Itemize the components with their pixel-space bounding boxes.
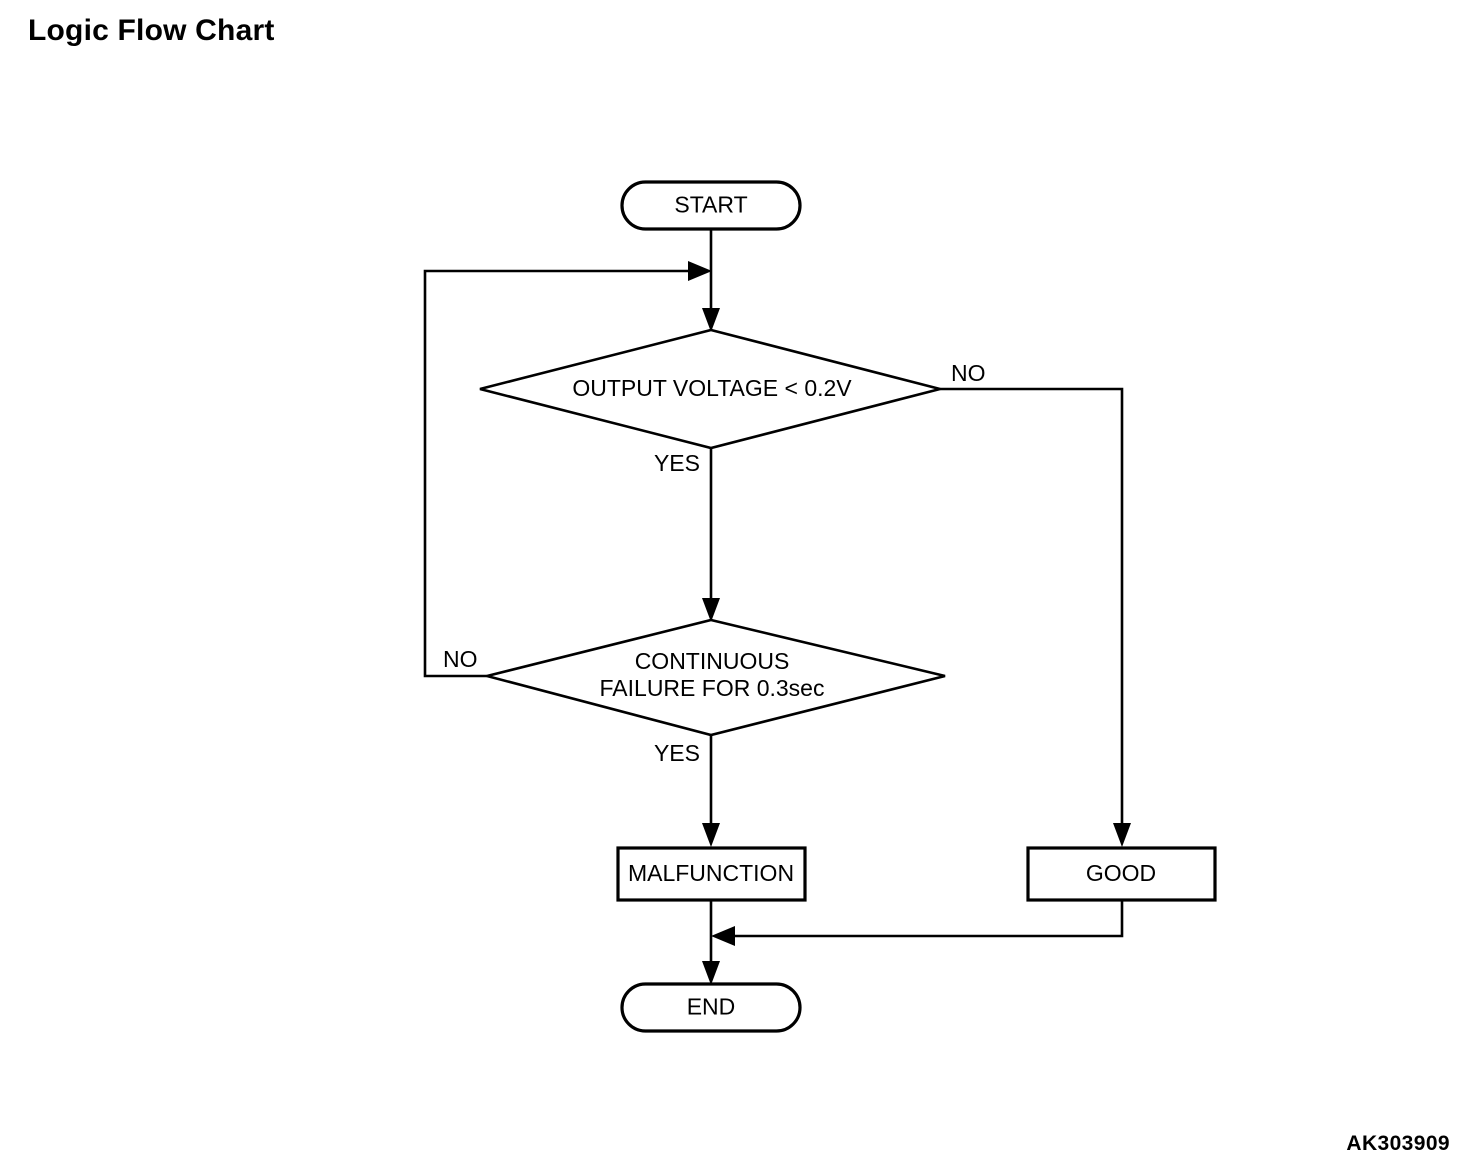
node-decision-output-voltage-label: OUTPUT VOLTAGE < 0.2V [572,375,852,401]
edge-label-yes-decision2: YES [654,740,700,766]
edge-label-no-decision1: NO [951,360,986,386]
arrow-head-into-good [1113,823,1131,847]
node-end-label: END [687,994,736,1020]
arrow-head-feedback-join [688,261,712,281]
node-malfunction [616,846,807,902]
edge-decision2-no-feedback [423,269,695,678]
node-decision-continuous-failure-label-line2: FAILURE FOR 0.3sec [600,675,825,701]
edge-label-no-decision2: NO [443,646,478,672]
watermark-code: AK303909 [1346,1132,1450,1155]
arrow-head-into-malfunction [702,823,720,847]
arrow-head-into-decision2 [702,598,720,622]
edge-decision1-no [940,387,1124,838]
node-good-label: GOOD [1086,860,1156,886]
arrow-head-merge-to-end [711,926,735,946]
node-decision-output-voltage [479,328,941,450]
node-end [620,982,802,1033]
edge-label-yes-decision1: YES [654,450,700,476]
node-malfunction-label: MALFUNCTION [628,860,794,886]
node-start-label: START [674,192,747,218]
node-start [620,180,802,231]
node-good [1026,846,1217,902]
node-decision-continuous-failure [486,618,946,737]
page-title: Logic Flow Chart [28,14,275,47]
edge-good-to-end [728,900,1124,938]
arrow-head-into-end [702,961,720,985]
arrow-head-into-decision1 [702,308,720,332]
node-decision-continuous-failure-label-line1: CONTINUOUS [635,648,790,674]
